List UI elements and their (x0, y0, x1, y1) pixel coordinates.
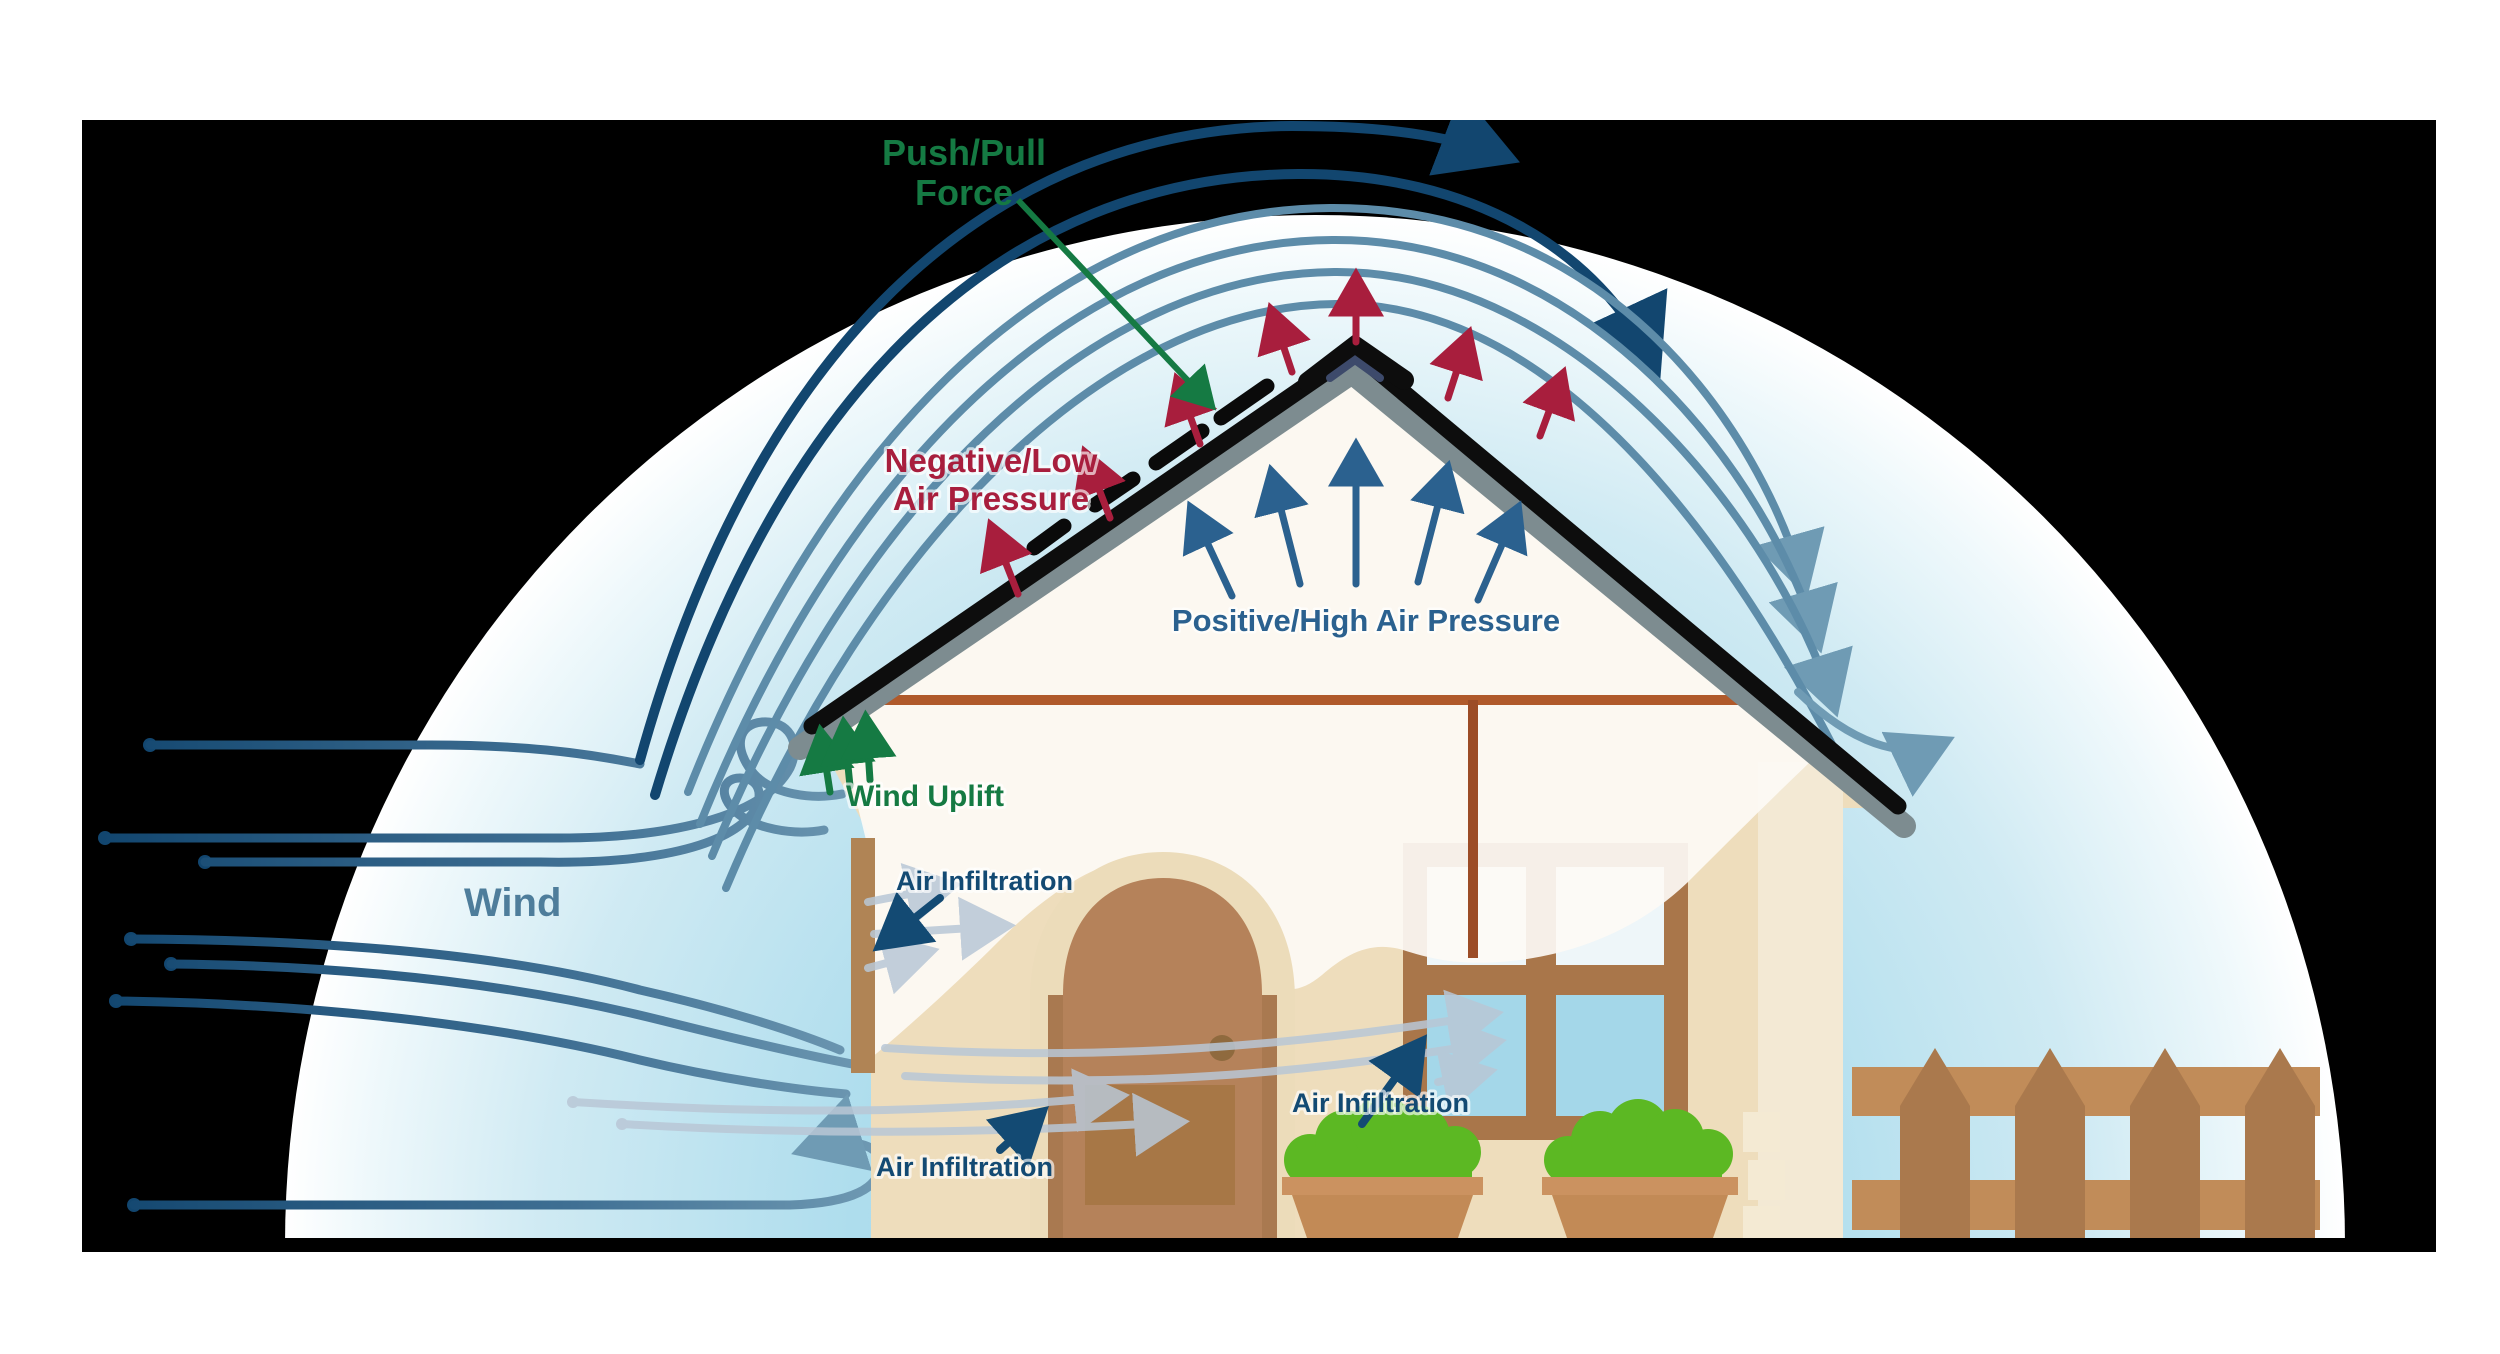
planters (1282, 1096, 1738, 1238)
interior-cutaway (838, 358, 1884, 1058)
top-streamline-2 (650, 168, 1668, 800)
ground-line (82, 1238, 2436, 1252)
negative-pressure-label-line2: Air Pressure (893, 480, 1089, 517)
top-streamline-1 (635, 120, 1520, 765)
ridge-cap-shadow (1326, 355, 1384, 382)
picket-fence (1852, 1048, 2320, 1238)
negative-pressure-label-line1: Negative/Low (885, 442, 1098, 479)
corner-quoins (1743, 1112, 1785, 1238)
wind-uplift-arrows (799, 709, 897, 796)
wind-streamlines-over-roof (635, 120, 1955, 892)
push-pull-label-line2: Force (915, 172, 1013, 213)
planter-left (1282, 1096, 1483, 1238)
positive-pressure-label: Positive/High Air Pressure (1172, 603, 1560, 638)
pot-body (1292, 1195, 1473, 1238)
positive-pressure-arrows (1182, 437, 1528, 604)
planter-right (1542, 1099, 1738, 1238)
air-infiltration-label-wall: Air Infiltration (896, 866, 1073, 896)
window-pane-lower-right (1556, 995, 1664, 1116)
wind-label: Wind (464, 881, 561, 925)
house-right-wall-strip (1758, 762, 1843, 1238)
wind-streamlines-left (98, 717, 885, 1212)
door-panel (1085, 1085, 1235, 1205)
right-eave-curl-arrow (1794, 688, 1955, 797)
label-pointer-arrows (872, 891, 1428, 1168)
air-infiltration-label-window: Air Infiltration (1292, 1088, 1469, 1118)
push-pull-pointer-arrow (1015, 197, 1217, 411)
house (788, 333, 1916, 1238)
wall-corner-trim (851, 838, 875, 1073)
roof-underlay (788, 357, 1916, 838)
air-infiltration-label-door: Air Infiltration (876, 1152, 1053, 1182)
pot-rim (1282, 1177, 1483, 1195)
pot-rim (1542, 1177, 1738, 1195)
wind-uplift-label: Wind Uplift (846, 780, 1004, 813)
push-pull-label-line1: Push/Pull (882, 132, 1046, 173)
ridge-cap (1298, 333, 1414, 392)
front-door (1030, 852, 1295, 1238)
pot-body (1552, 1195, 1728, 1238)
